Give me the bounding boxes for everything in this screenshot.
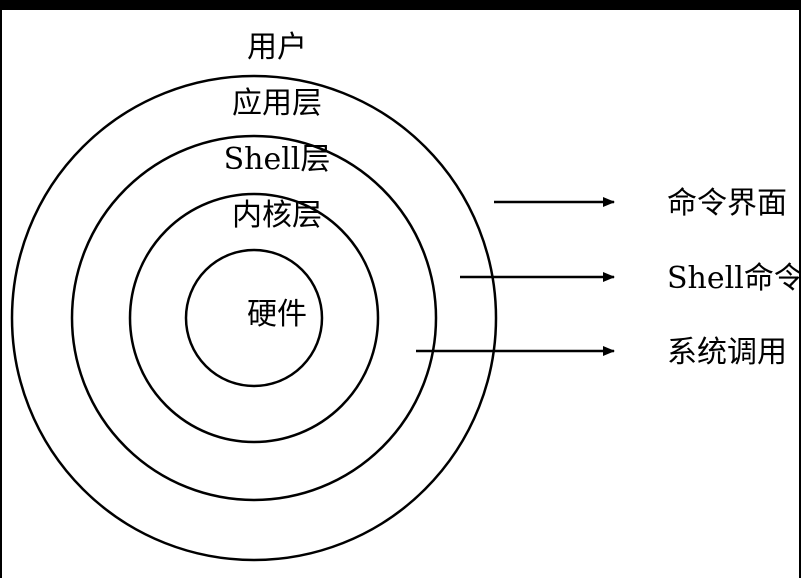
shell-ring bbox=[128, 192, 380, 444]
application-ring bbox=[70, 134, 438, 502]
shell-layer-label: Shell层 bbox=[224, 142, 331, 177]
kernel-layer-label: 内核层 bbox=[232, 198, 322, 233]
user-ring bbox=[10, 74, 498, 562]
user-layer-label: 用户 bbox=[247, 30, 307, 65]
layered-architecture-diagram: 用户 应用层 Shell层 内核层 硬件 命令界面 Shell命令 系统调用 bbox=[10, 30, 799, 562]
hardware-ring bbox=[184, 248, 324, 388]
application-layer-label: 应用层 bbox=[232, 86, 322, 121]
command-ui-label: 命令界面 bbox=[667, 186, 787, 221]
system-call-label: 系统调用 bbox=[667, 335, 787, 370]
shell-command-label: Shell命令 bbox=[667, 261, 799, 296]
hardware-layer-label: 硬件 bbox=[247, 297, 307, 332]
